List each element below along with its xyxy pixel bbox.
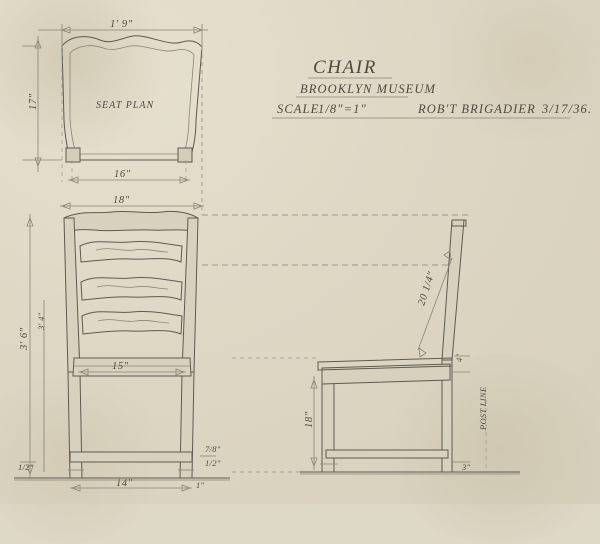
front-elevation-view: [63, 210, 199, 479]
stretcher-note-text: 1": [196, 480, 205, 490]
front-elevation-dimensions: 3' 6" 3' 4" 15" 14" 1/2" 7/8" 1/2" 1": [14, 214, 230, 492]
plan-width-text: 1' 9": [110, 19, 133, 30]
scale-value-text: 1/8"=1": [318, 102, 367, 116]
floor-width-text: 14": [116, 478, 133, 489]
chair-measured-drawing: SEAT PLAN 1' 9" 17" 16": [14, 19, 592, 492]
back-height-alt-text: 3' 4": [36, 312, 46, 331]
seat-plan-view: SEAT PLAN: [61, 35, 203, 163]
rail-thickness-top-text: 7/8": [205, 444, 221, 454]
back-slope-text: 20 1/4": [416, 270, 437, 307]
overall-height-text: 3' 6": [19, 327, 30, 351]
side-elevation-view: POST LINE: [300, 219, 520, 475]
title-text: CHAIR: [313, 57, 377, 78]
leg-dim-4-text: 4": [454, 353, 464, 362]
post-line-note-text: POST LINE: [478, 386, 488, 431]
seat-plan-label: SEAT PLAN: [96, 100, 155, 111]
date-text: 3/17/36.: [541, 102, 592, 116]
rail-thickness-bottom-text: 1/2": [205, 458, 221, 468]
back-width-text: 16": [114, 169, 131, 180]
front-rail-width-text: 15": [112, 361, 129, 372]
plan-dimensions: 1' 9" 17" 16" 18": [22, 19, 208, 215]
institution-text: BROOKLYN MUSEUM: [300, 82, 436, 96]
foot-left-fraction-text: 1/2": [18, 462, 34, 472]
front-width-text: 18": [113, 195, 130, 206]
title-block: CHAIR BROOKLYN MUSEUM SCALE 1/8"=1" ROB'…: [272, 57, 592, 119]
draftsman-text: ROB'T BRIGADIER: [417, 102, 536, 116]
foot-dim-3-text: 3": [461, 462, 471, 472]
seat-height-text: 18": [304, 411, 315, 428]
scale-label-text: SCALE: [277, 102, 319, 116]
plan-depth-text: 17": [28, 93, 39, 110]
